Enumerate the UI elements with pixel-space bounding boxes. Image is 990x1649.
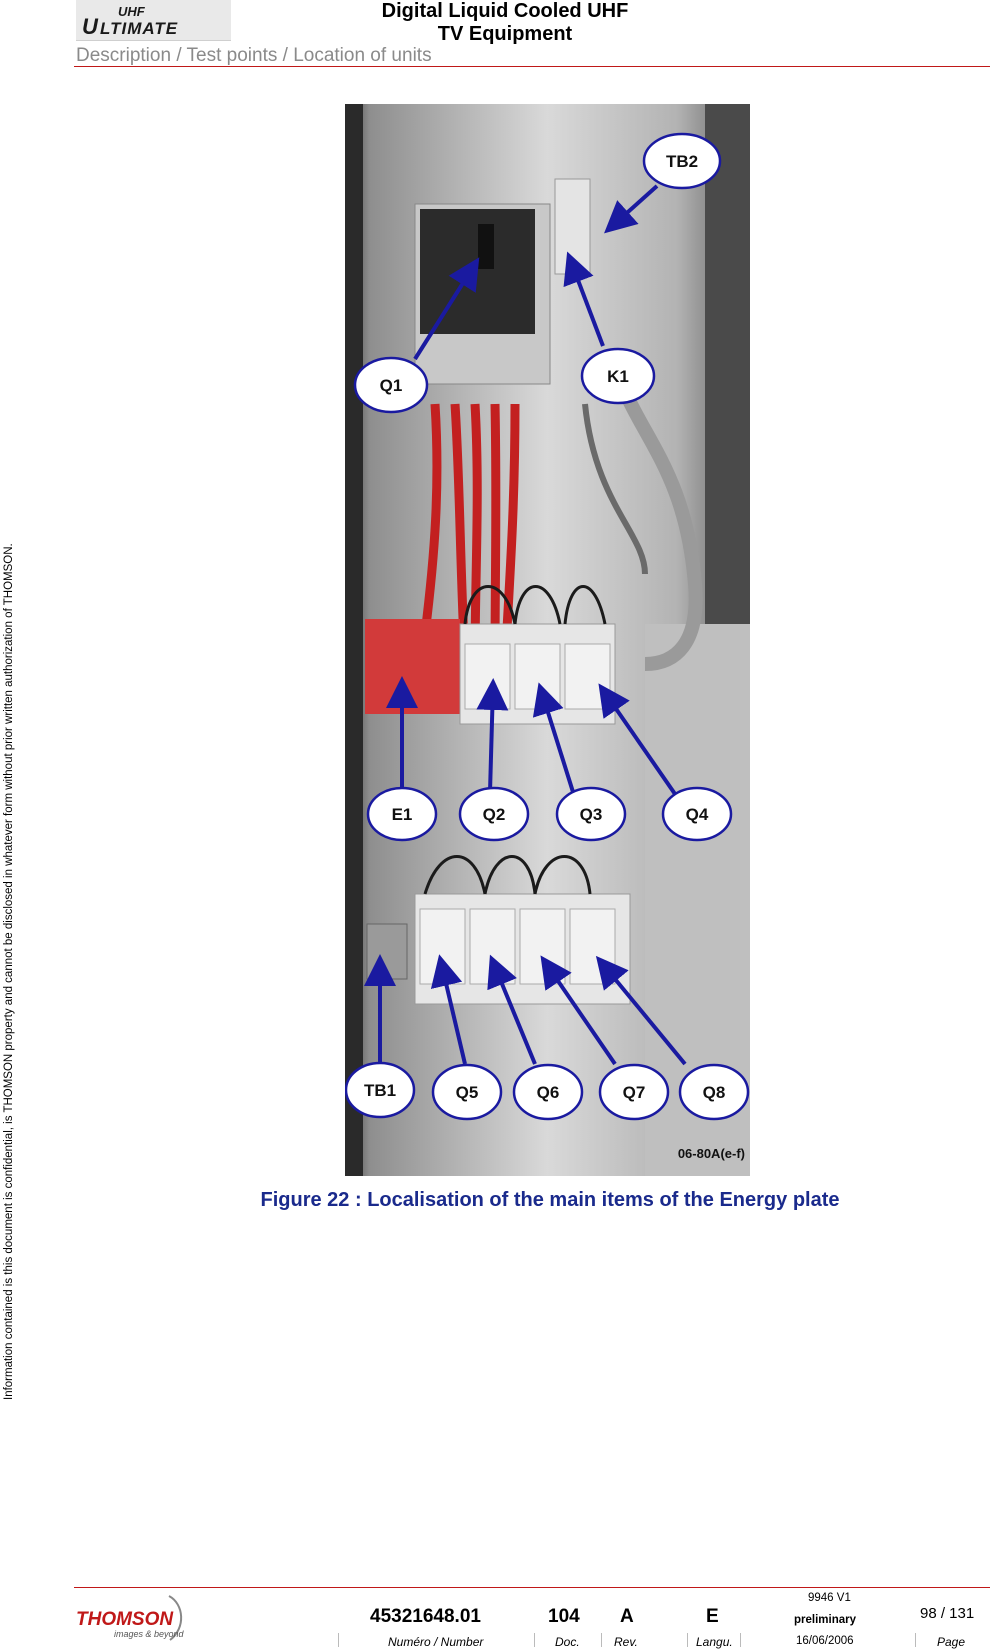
- callout-q7: [598, 1063, 670, 1121]
- callout-q4: [661, 786, 733, 842]
- terminal-block-tb1: [366, 923, 408, 980]
- figure-caption: Figure 22 : Localisation of the main ite…: [260, 1189, 840, 1211]
- callout-e1: [366, 786, 438, 842]
- callout-q8: [678, 1063, 750, 1121]
- status-text: preliminary: [794, 1614, 856, 1626]
- rev-value: A: [620, 1606, 634, 1627]
- callout-q1: [353, 356, 429, 414]
- title-line-1: Digital Liquid Cooled UHF: [381, 0, 629, 22]
- label-langu: Langu.: [696, 1635, 733, 1649]
- page-number: 98 / 131: [920, 1605, 975, 1622]
- svg-text:UHF: UHF: [118, 4, 146, 19]
- confidentiality-note: Information contained is this document i…: [0, 0, 20, 1649]
- label-number: Numéro / Number: [388, 1635, 484, 1649]
- contactor: [554, 178, 591, 275]
- main-breaker: [420, 209, 535, 334]
- callout-q3: [555, 786, 627, 842]
- date-text: 16/06/2006: [796, 1635, 854, 1647]
- ultimate-logo: UHF U LTIMATE: [76, 0, 231, 41]
- label-q4: Q4: [686, 805, 709, 824]
- label-q3: Q3: [580, 805, 603, 824]
- callout-tb2: [642, 132, 722, 190]
- version-text: 9946 V1: [808, 1592, 851, 1604]
- callout-q5: [431, 1063, 503, 1121]
- label-q8: Q8: [703, 1083, 726, 1102]
- callout-tb1: [345, 1061, 416, 1119]
- footer-divider: [74, 1587, 990, 1588]
- label-tb1: TB1: [364, 1081, 396, 1100]
- svg-text:U: U: [82, 14, 99, 39]
- thomson-tagline: images & beyond: [114, 1629, 185, 1639]
- header-divider: [74, 66, 990, 67]
- label-q7: Q7: [623, 1083, 646, 1102]
- footer-separator: [687, 1633, 688, 1647]
- section-subtitle: Description / Test points / Location of …: [76, 45, 432, 66]
- label-k1: K1: [607, 367, 629, 386]
- document-number: 45321648.01: [370, 1606, 481, 1627]
- label-q1: Q1: [380, 376, 403, 395]
- photo-reference: 06-80A(e-f): [678, 1146, 745, 1161]
- title-line-2: TV Equipment: [437, 23, 573, 45]
- label-q2: Q2: [483, 805, 506, 824]
- energy-plate-photo: TB2 Q1 K1 E1 Q2 Q3 Q4 TB1 Q5 Q6 Q7 Q8 06…: [345, 104, 750, 1176]
- document-title: Digital Liquid Cooled UHF TV Equipment: [340, 0, 670, 46]
- label-e1: E1: [392, 805, 413, 824]
- callout-q6: [512, 1063, 584, 1121]
- label-q5: Q5: [456, 1083, 479, 1102]
- doc-value: 104: [548, 1606, 580, 1627]
- label-page: Page: [937, 1635, 966, 1649]
- langu-value: E: [706, 1606, 719, 1627]
- label-rev: Rev.: [614, 1635, 638, 1649]
- label-q6: Q6: [537, 1083, 560, 1102]
- thomson-logo-text: THOMSON: [76, 1609, 174, 1630]
- svg-text:LTIMATE: LTIMATE: [100, 19, 178, 38]
- footer-separator: [534, 1633, 535, 1647]
- callout-arrows: [364, 184, 687, 1066]
- surge-protector: [365, 619, 460, 714]
- footer-separator: [601, 1633, 602, 1647]
- footer-separator: [740, 1633, 741, 1647]
- thomson-logo: THOMSON images & beyond: [74, 1592, 194, 1644]
- footer-separator: [915, 1633, 916, 1647]
- confidentiality-text: Information contained is this document i…: [3, 543, 15, 1400]
- label-tb2: TB2: [666, 152, 698, 171]
- footer-separator: [338, 1633, 339, 1647]
- label-doc: Doc.: [555, 1635, 580, 1649]
- callout-q2: [458, 786, 530, 842]
- callout-k1: [580, 347, 656, 405]
